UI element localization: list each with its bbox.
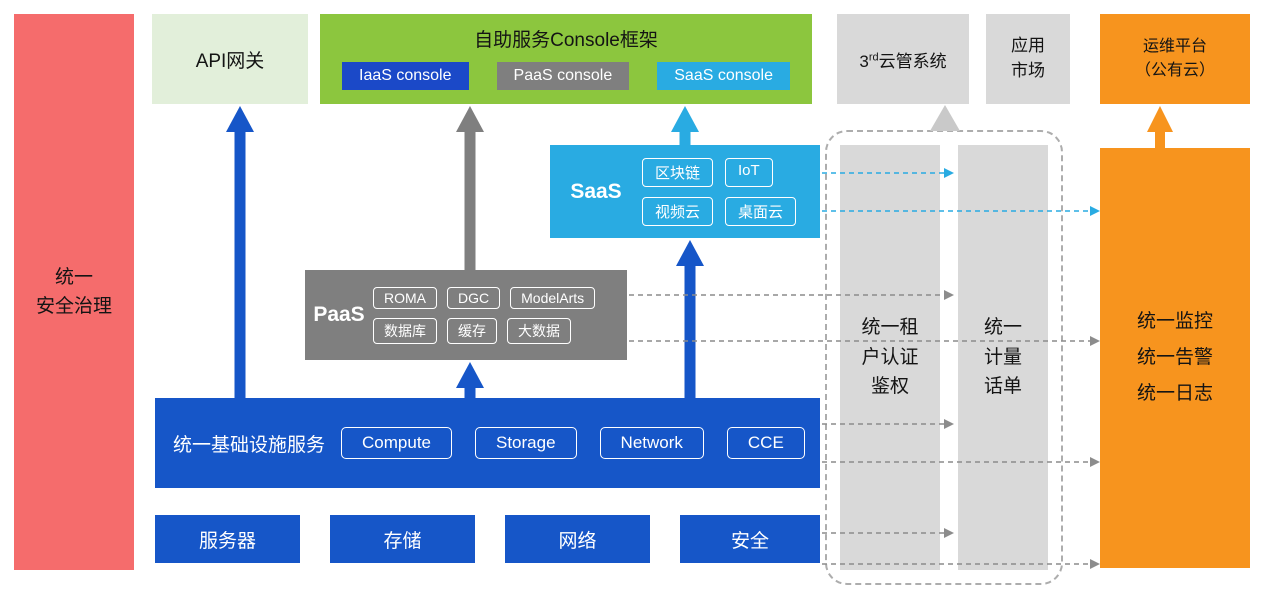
saas-label: SaaS xyxy=(570,179,622,203)
saas-item-desktop-cloud: 桌面云 xyxy=(725,196,797,226)
paas-item-dgc: DGC xyxy=(447,286,501,309)
infra-item-storage: Storage xyxy=(475,427,577,459)
paas-item-database: 数据库 xyxy=(373,317,437,344)
metering-label: 统一 计量 话单 xyxy=(983,317,1022,398)
infra-item-compute: Compute xyxy=(341,427,452,459)
hardware-box-network: 网络 xyxy=(505,515,650,563)
api-gateway-box: API网关 xyxy=(152,14,308,104)
saas-item-blockchain: 区块链 xyxy=(642,157,714,187)
arrow-infra-to-saas xyxy=(676,240,704,398)
security-governance-label: 统一 安全治理 xyxy=(35,266,112,317)
third-party-cloud-box: 3rd云管系统 xyxy=(837,14,969,104)
console-framework-box: 自助服务Console框架 IaaS console PaaS console … xyxy=(320,14,812,104)
hardware-box-server: 服务器 xyxy=(155,515,300,563)
app-market-box: 应用 市场 xyxy=(986,14,1070,104)
console-framework-title: 自助服务Console框架 xyxy=(474,30,658,51)
shared-services-dashed-container xyxy=(825,130,1063,585)
arrow-infra-to-paas xyxy=(456,362,484,398)
tenant-auth-bar: 统一租 户认证 鉴权 xyxy=(840,145,940,570)
console-framework-items: IaaS console PaaS console SaaS console xyxy=(342,62,790,90)
third-party-suffix: 云管系统 xyxy=(878,51,947,71)
ops-platform-label: 运维平台 （公有云） xyxy=(1134,38,1215,79)
arrow-paas-to-console xyxy=(456,106,484,270)
infra-item-cce: CCE xyxy=(726,427,805,459)
infrastructure-items: Compute Storage Network CCE xyxy=(341,427,805,459)
arrow-monitor-to-ops-platform xyxy=(1147,106,1173,148)
infrastructure-block: 统一基础设施服务 Compute Storage Network CCE xyxy=(155,398,820,488)
iaas-console-chip: IaaS console xyxy=(342,62,469,90)
infra-item-network: Network xyxy=(599,427,704,459)
paas-items: ROMA DGC ModelArts 数据库 缓存 大数据 xyxy=(373,270,627,360)
hardware-box-security: 安全 xyxy=(680,515,820,563)
paas-console-chip: PaaS console xyxy=(496,62,630,90)
tenant-auth-label: 统一租 户认证 鉴权 xyxy=(861,317,919,398)
third-party-cloud-label: 3rd云管系统 xyxy=(859,47,946,72)
monitoring-bar: 统一监控 统一告警 统一日志 xyxy=(1100,148,1250,568)
saas-block: SaaS 区块链 IoT 视频云 桌面云 xyxy=(550,145,820,238)
arrow-saas-to-console xyxy=(671,106,699,145)
arrow-shared-to-third-party xyxy=(930,105,960,131)
saas-console-chip: SaaS console xyxy=(657,62,790,90)
paas-item-cache: 缓存 xyxy=(447,317,497,344)
monitoring-label: 统一监控 统一告警 统一日志 xyxy=(1136,310,1213,405)
api-gateway-label: API网关 xyxy=(195,50,265,72)
app-market-label: 应用 市场 xyxy=(1011,36,1045,80)
ops-platform-box: 运维平台 （公有云） xyxy=(1100,14,1250,104)
saas-item-iot: IoT xyxy=(725,157,773,187)
hardware-box-storage: 存储 xyxy=(330,515,475,563)
metering-bar: 统一 计量 话单 xyxy=(958,145,1048,570)
paas-label: PaaS xyxy=(313,303,365,326)
arrow-infra-to-api-gateway xyxy=(226,106,254,398)
paas-item-bigdata: 大数据 xyxy=(507,317,571,344)
paas-block: PaaS ROMA DGC ModelArts 数据库 缓存 大数据 xyxy=(305,270,627,360)
infrastructure-label: 统一基础设施服务 xyxy=(173,434,326,456)
paas-item-roma: ROMA xyxy=(373,286,437,309)
third-party-sup: rd xyxy=(868,50,879,63)
security-governance-bar: 统一 安全治理 xyxy=(14,14,134,570)
paas-item-modelarts: ModelArts xyxy=(510,286,596,309)
saas-items: 区块链 IoT 视频云 桌面云 xyxy=(642,145,820,238)
third-party-prefix: 3 xyxy=(859,51,869,71)
saas-item-video-cloud: 视频云 xyxy=(642,196,714,226)
